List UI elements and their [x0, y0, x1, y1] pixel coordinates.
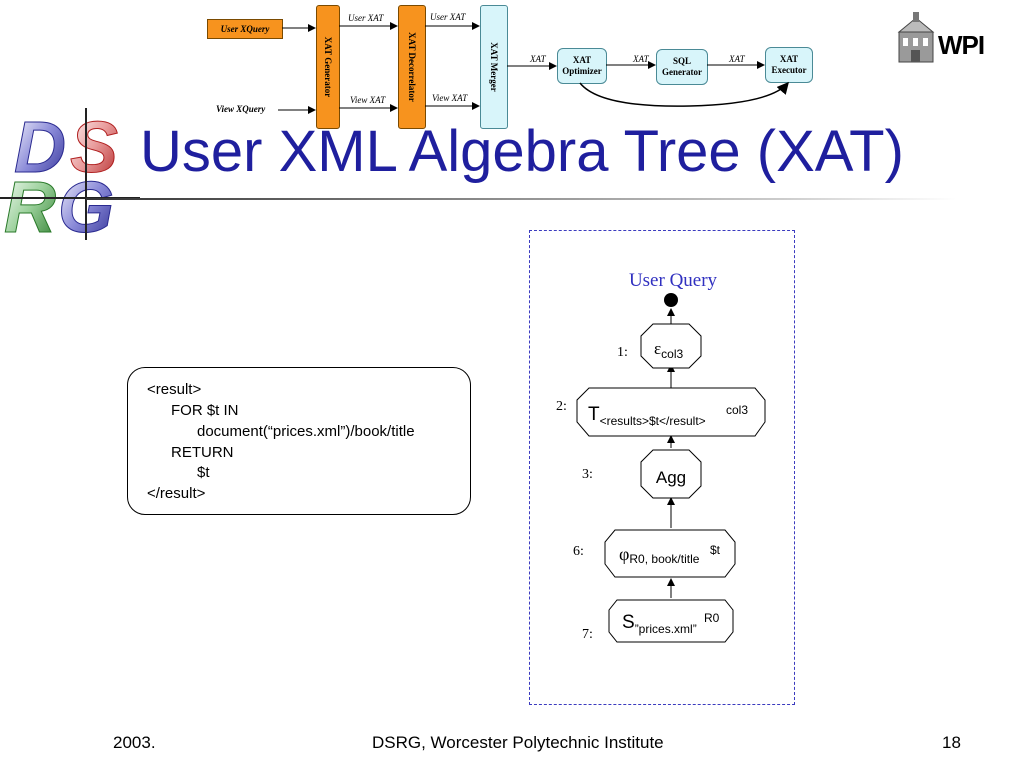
node-3-number: 3:	[582, 467, 593, 482]
node-3-main: Agg	[656, 468, 686, 487]
tree-heading: User Query	[629, 270, 718, 291]
node-7-number: 7:	[582, 627, 593, 642]
node-6-sub: R0, book/title	[629, 552, 699, 566]
xat-label-3: XAT	[729, 54, 745, 64]
node-7-sub: ”prices.xml”	[635, 622, 697, 636]
query-code-box: <result> FOR $t IN document(“prices.xml”…	[127, 367, 471, 515]
node-7-main: S	[622, 612, 635, 633]
xat-executor-node: XAT Executor	[765, 47, 813, 83]
svg-text:S”prices.xml”: S”prices.xml”	[622, 612, 697, 636]
node-1-sub: col3	[661, 347, 683, 361]
node-7-shape	[608, 599, 734, 643]
wpi-building-icon	[897, 12, 935, 63]
view-xquery-label: View XQuery	[216, 104, 266, 114]
executor-line-1: XAT	[779, 54, 799, 64]
title-rule	[86, 198, 956, 200]
sql-generator-node: SQL Generator	[656, 49, 708, 85]
node-1-main: ε	[654, 339, 661, 358]
node-6-shape	[604, 529, 736, 578]
code-line-4: RETURN	[171, 444, 234, 461]
tree-root-dot	[664, 293, 678, 307]
xat-merger-box: XAT Merger	[480, 5, 508, 129]
svg-text:φR0, book/title: φR0, book/title	[619, 544, 700, 566]
arrow-optimizer-executor-curve	[579, 81, 789, 107]
view-xat-label-1: View XAT	[350, 95, 386, 105]
optimizer-line-2: Optimizer	[562, 66, 602, 76]
executor-line-2: Executor	[771, 65, 807, 75]
wpi-logo-text: WPI	[938, 30, 985, 60]
node-1-shape	[640, 323, 702, 369]
page-title: User XML Algebra Tree (XAT)	[140, 119, 904, 184]
node-1-number: 1:	[617, 345, 628, 360]
code-line-5: $t	[197, 464, 210, 481]
node-2-sup: col3	[726, 403, 748, 417]
xat-decorrelator-box: XAT Decorrelator	[398, 5, 426, 129]
xat-tree: User Query 1: εcol3 2: T<results>$t</res…	[556, 270, 766, 643]
logo-letter-r: R	[4, 168, 56, 245]
footer-left: 2003.	[113, 733, 156, 752]
dsrg-logo: D S R G	[0, 108, 140, 245]
xat-tree-box	[529, 230, 795, 705]
svg-text:εcol3: εcol3	[654, 339, 683, 361]
code-line-3: document(“prices.xml”)/book/title	[197, 423, 415, 440]
node-2-sub: <results>$t</result>	[600, 414, 706, 428]
pipeline-arrows	[278, 22, 789, 114]
xat-generator-box: XAT Generator	[316, 5, 340, 129]
xat-label-1: XAT	[530, 54, 546, 64]
view-xat-label-2: View XAT	[432, 93, 468, 103]
node-6-number: 6:	[573, 544, 584, 559]
svg-text:T<results>$t</result>: T<results>$t</result>	[588, 404, 706, 428]
slide-number: 18	[942, 733, 961, 752]
node-7-sup: R0	[704, 611, 720, 625]
node-6-sup: $t	[710, 543, 721, 557]
code-line-1: <result>	[147, 381, 202, 398]
node-3-shape	[640, 449, 702, 499]
node-2-number: 2:	[556, 399, 567, 414]
optimizer-line-1: XAT	[572, 55, 592, 65]
user-xat-label-2: User XAT	[430, 12, 466, 22]
xat-label-2: XAT	[633, 54, 649, 64]
logo-letter-d: D	[14, 108, 66, 188]
sql-generator-line-1: SQL	[672, 56, 691, 66]
node-6-main: φ	[619, 544, 629, 564]
node-2-shape	[576, 387, 766, 437]
code-line-2: FOR $t IN	[171, 402, 239, 419]
node-2-main: T	[588, 404, 600, 425]
user-xat-label-1: User XAT	[348, 13, 384, 23]
footer-center: DSRG, Worcester Polytechnic Institute	[372, 733, 664, 752]
sql-generator-line-2: Generator	[662, 67, 702, 77]
user-xquery-box: User XQuery	[207, 19, 283, 39]
logo-letter-s: S	[70, 108, 118, 188]
xat-optimizer-node: XAT Optimizer	[557, 48, 607, 84]
code-line-6: </result>	[147, 485, 206, 502]
